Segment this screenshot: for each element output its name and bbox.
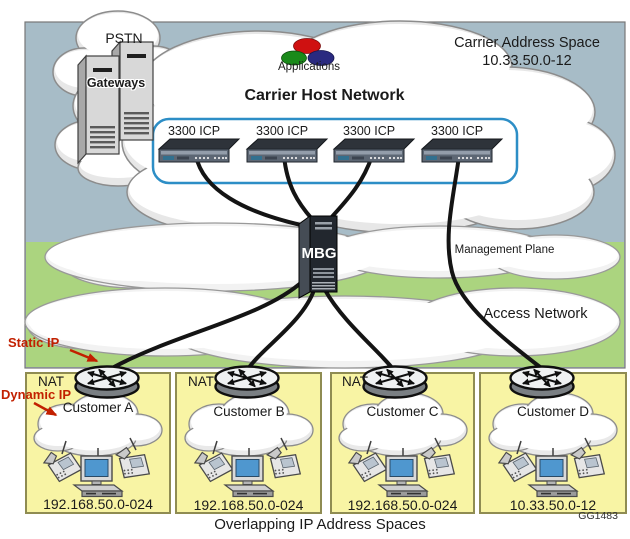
carrier-address-space-value: 10.33.50.0-12 bbox=[482, 53, 572, 69]
customer-c-ip: 192.168.50.0-024 bbox=[347, 497, 458, 513]
customer-a-ip: 192.168.50.0-024 bbox=[43, 496, 153, 512]
dynamic-ip-arrow bbox=[33, 401, 58, 417]
carrier-host-network-label: Carrier Host Network bbox=[244, 87, 405, 104]
figure-id: GG1483 bbox=[578, 510, 618, 522]
access-network-label: Access Network bbox=[483, 306, 588, 322]
line-icp1-mbg bbox=[194, 154, 303, 227]
customer-a-name: Customer A bbox=[62, 400, 134, 415]
icp-label-3: 3300 ICP bbox=[342, 124, 396, 138]
access-network-cloud bbox=[24, 287, 621, 369]
icp-label-2: 3300 ICP bbox=[255, 124, 309, 138]
line-mbg-customer-b bbox=[246, 288, 316, 371]
connection-lines bbox=[112, 154, 542, 371]
router-icon bbox=[511, 367, 574, 398]
icp-label-1: 3300 ICP bbox=[167, 124, 221, 138]
pstn-label: PSTN bbox=[105, 30, 143, 46]
gateways-label: Gateways bbox=[86, 76, 146, 90]
nat-label-customer-b: NAT bbox=[188, 374, 214, 389]
diagram-caption: Overlapping IP Address Spaces bbox=[214, 516, 426, 533]
line-icp4-customer-d bbox=[446, 154, 542, 369]
icp-device-icon bbox=[246, 138, 328, 163]
icp-device-icon bbox=[421, 138, 503, 163]
router-icon bbox=[364, 367, 427, 398]
carrier-address-space-label: Carrier Address Space bbox=[454, 35, 600, 51]
icp-device-icon bbox=[158, 138, 240, 163]
customer-d-ip: 10.33.50.0-12 bbox=[509, 497, 597, 513]
dynamic-ip-label: Dynamic IP bbox=[1, 387, 72, 402]
icp-device-icon bbox=[333, 138, 415, 163]
customer-d-name: Customer D bbox=[516, 404, 589, 419]
line-mbg-customer-a bbox=[112, 279, 305, 369]
static-ip-arrow bbox=[69, 348, 99, 363]
management-plane-label: Management Plane bbox=[454, 244, 555, 256]
router-icon bbox=[76, 367, 139, 398]
line-mbg-customer-c bbox=[323, 288, 395, 371]
icp-label-4: 3300 ICP bbox=[430, 124, 484, 138]
line-icp2-mbg bbox=[282, 154, 314, 221]
nat-label-customer-c: NAT bbox=[342, 374, 368, 389]
customer-c-name: Customer C bbox=[366, 404, 439, 419]
applications-label: Applications bbox=[277, 61, 340, 73]
customer-b-ip: 192.168.50.0-024 bbox=[193, 497, 304, 513]
mbg-server-icon bbox=[298, 215, 338, 299]
line-icp3-mbg bbox=[328, 154, 374, 221]
applications-icon bbox=[281, 38, 335, 66]
nat-label-customer-a: NAT bbox=[38, 374, 64, 389]
customer-b-name: Customer B bbox=[213, 404, 285, 419]
mbg-label: MBG bbox=[301, 245, 337, 262]
router-icon bbox=[216, 367, 279, 398]
static-ip-label: Static IP bbox=[8, 335, 60, 350]
